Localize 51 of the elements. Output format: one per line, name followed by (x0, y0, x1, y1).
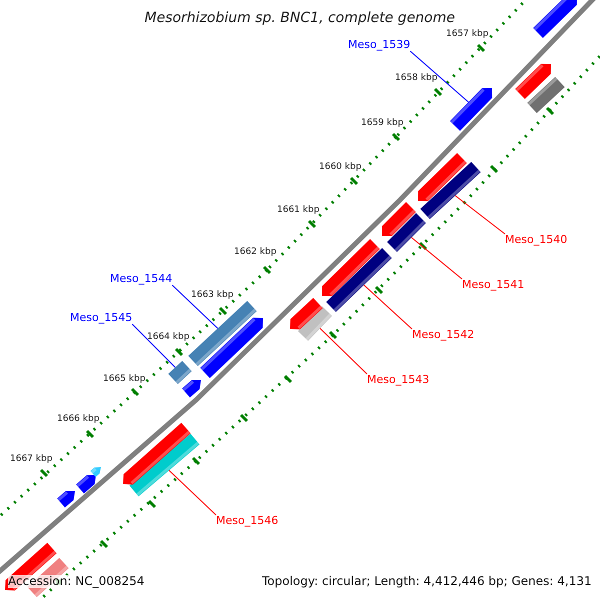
gene-feature (123, 422, 191, 485)
gene-label: Meso_1542 (412, 329, 474, 342)
gene-feature (322, 239, 380, 296)
gene-feature (182, 380, 201, 398)
gene-label: Meso_1544 (110, 273, 172, 286)
scale-label: 1659 kbp (361, 119, 404, 129)
scale-label: 1657 kbp (446, 30, 488, 40)
gene-feature (418, 153, 467, 202)
scale-label: 1663 kbp (191, 291, 234, 301)
gene-label: Meso_1545 (70, 312, 132, 324)
gene-feature (76, 475, 96, 494)
gene-feature (382, 202, 416, 236)
leader-line (363, 284, 412, 330)
leader-line (454, 195, 506, 234)
gene-feature (168, 360, 192, 384)
scale-label: 1665 kbp (103, 375, 146, 385)
leader-line (168, 470, 216, 516)
gene-feature (387, 213, 426, 252)
gene-feature (450, 88, 492, 131)
gene-label: Meso_1543 (367, 374, 430, 386)
scale-label: 1667 kbp (10, 455, 52, 465)
gene-label: Meso_1540 (505, 234, 568, 246)
leader-line (320, 328, 368, 374)
leader-line (172, 284, 218, 329)
gene-feature (298, 306, 332, 341)
genome-info-text: Topology: circular; Length: 4,412,446 bp; Genes: 4,131 (262, 574, 592, 588)
gene-feature (200, 318, 263, 378)
gene-feature (420, 162, 481, 220)
gene-feature (57, 491, 75, 508)
gene-feature (527, 76, 565, 114)
gene-label: Meso_1539 (348, 39, 410, 52)
accession-text: Accession: NC_008254 (8, 574, 144, 588)
leader-line (410, 236, 462, 280)
scale-label: 1662 kbp (234, 248, 276, 258)
gene-label: Meso_1541 (462, 279, 524, 292)
gene-feature (90, 467, 101, 477)
scale-label: 1664 kbp (147, 333, 190, 343)
leader-line (410, 50, 469, 103)
scale-label: 1661 kbp (277, 206, 320, 216)
gene-feature (533, 0, 577, 38)
gene-feature (129, 434, 200, 496)
gene-feature (515, 64, 551, 100)
scale-label: 1666 kbp (57, 415, 100, 425)
scale-label: 1660 kbp (319, 163, 362, 173)
diagram-title: Mesorhizobium sp. BNC1, complete genome (144, 10, 455, 26)
leader-line (132, 324, 176, 368)
scale-label: 1658 kbp (395, 74, 438, 84)
gene-feature (326, 248, 392, 312)
gene-label: Meso_1546 (216, 515, 278, 528)
gene-feature (290, 298, 323, 330)
gene-feature (188, 300, 257, 366)
